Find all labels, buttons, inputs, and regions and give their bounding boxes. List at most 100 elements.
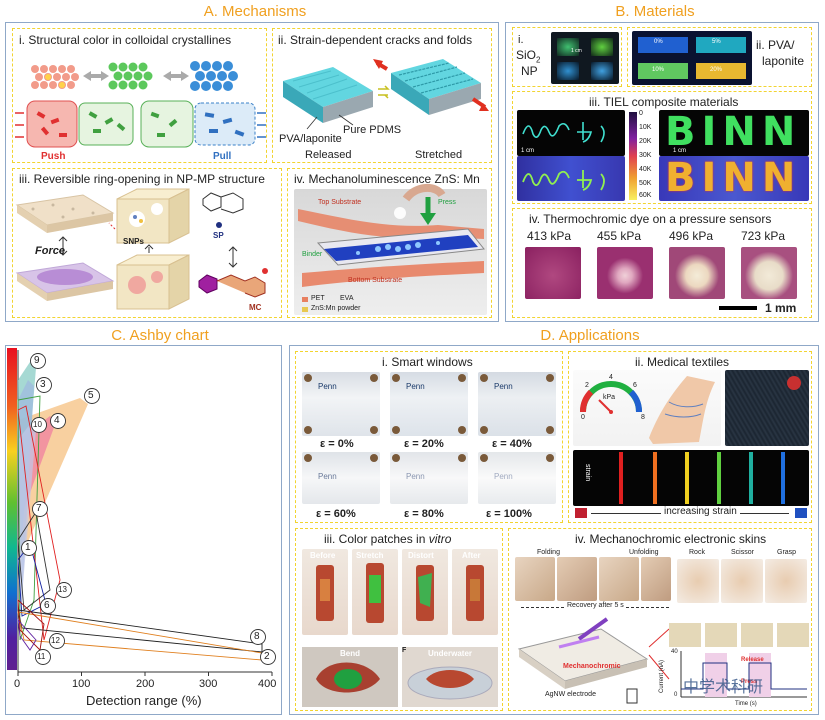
watermark-text: 中学术科研 <box>683 677 764 696</box>
binn-text-top: BINN <box>665 109 802 155</box>
panel-title: i. Structural color in colloidal crystal… <box>19 33 232 47</box>
finger-photo-3 <box>641 557 671 601</box>
envelope-11 <box>17 618 37 651</box>
tiel-scale-b: 1 cm <box>673 148 687 154</box>
marker-4: 4 <box>54 415 60 426</box>
force-label: Force <box>35 245 65 257</box>
brand-0: Penn <box>318 382 337 391</box>
hand-scissor <box>721 559 763 603</box>
marker-1: 1 <box>25 542 31 553</box>
sio2-label: SiO2 <box>516 48 541 65</box>
thermo-photo-3 <box>741 247 797 299</box>
xtick-400: 400 <box>258 678 277 690</box>
folding-label: Folding <box>537 549 560 556</box>
strain-label-4: ε = 80% <box>404 508 444 520</box>
tiel-handwriting-bottom <box>517 156 625 201</box>
section-title-applications: D. Applications <box>540 327 640 344</box>
marker-12: 12 <box>51 636 60 645</box>
finger-photo-2 <box>599 557 639 601</box>
stretched-label: Stretched <box>415 149 463 161</box>
panel-mechanoluminescence: iv. Mechanoluminescence ZnS: Mn Top Subs… <box>287 168 492 318</box>
thermo-scale-label: 1 mm <box>765 301 797 315</box>
thermo-photo-1 <box>597 247 653 299</box>
gauge-0: 0 <box>581 414 585 421</box>
released-label: Released <box>305 149 352 161</box>
swatch-red <box>575 508 587 518</box>
marker-5: 5 <box>88 390 94 401</box>
cbar-tick-1: 10K <box>639 124 652 131</box>
mc-label: MC <box>249 303 262 312</box>
pressure-label-3: 723 kPa <box>741 229 786 243</box>
pva-label-2: laponite <box>762 54 805 68</box>
panel-electronic-skins: iv. Mechanochromic electronic skins Fold… <box>508 528 812 711</box>
window-photo-0 <box>302 372 380 436</box>
mechanisms-frame <box>5 22 499 322</box>
legend-pet: PET <box>311 295 325 302</box>
colloid-diagram <box>15 61 266 148</box>
xtick-300: 300 <box>199 678 218 690</box>
before-label: Before <box>310 551 336 560</box>
strain-label-0: ε = 0% <box>320 438 354 450</box>
cbar-tick-0: 0 <box>639 110 643 117</box>
panel-title: i. Smart windows <box>382 355 473 369</box>
panel-title: iii. Reversible ring-opening in NP-MP st… <box>19 172 265 186</box>
color-scale-bar <box>7 348 17 670</box>
marker-8: 8 <box>254 631 260 642</box>
panel-cracks-folds: ii. Strain-dependent cracks and folds Pu… <box>272 28 492 163</box>
scissor-label: Scissor <box>731 549 754 556</box>
panel-structural-color: i. Structural color in colloidal crystal… <box>12 28 267 163</box>
panel-pva-laponite: 0% 5% 10% 20% ii. PVA/ laponite <box>627 27 812 87</box>
tiel-writing-strokes <box>522 112 637 200</box>
section-title-mechanisms: A. Mechanisms <box>203 3 307 20</box>
cbar-tick-2: 20K <box>639 138 652 145</box>
window-photo-5 <box>478 452 556 504</box>
panel-color-patches: iii. Color patches in vitro Before Stret… <box>295 528 503 711</box>
hand-rock <box>677 559 719 603</box>
current-tick-40: 40 <box>671 649 678 655</box>
panel-title: iii. TIEL composite materials <box>589 95 739 109</box>
marker-10: 10 <box>33 420 42 429</box>
pva-label-1: ii. PVA/ <box>756 38 795 52</box>
marker-6: 6 <box>44 600 50 611</box>
window-photo-2 <box>478 372 556 436</box>
binder-label: Binder <box>302 251 323 258</box>
sp-label: SP <box>213 231 224 240</box>
cbar-tick-4: 40K <box>639 166 652 173</box>
sio2-label-i: i. <box>518 34 524 46</box>
gauge-6: 6 <box>633 382 637 389</box>
sio2-scale: 1 cm <box>571 48 582 54</box>
cbar-tick-3: 30K <box>639 152 652 159</box>
marker-7: 7 <box>36 503 42 514</box>
window-screws <box>304 374 554 462</box>
pressure-label-1: 455 kPa <box>597 229 642 243</box>
brand-2: Penn <box>494 382 513 391</box>
applications-frame <box>289 345 819 715</box>
ring-opening-diagram <box>15 188 268 310</box>
panel-title: ii. Medical textiles <box>635 355 730 369</box>
fabric-marker <box>787 376 801 390</box>
binn-bottom <box>659 156 809 201</box>
legend-zns: ZnS:Mn powder <box>311 305 361 312</box>
legend-eva: EVA <box>340 295 354 302</box>
panel-title: iii. Color patches in vitro <box>324 532 452 546</box>
brand-3: Penn <box>318 472 337 481</box>
current-axis-label: Current (nA) <box>659 659 665 693</box>
tiel-scale-a: 1 cm <box>521 148 535 154</box>
marker-13: 13 <box>58 585 67 594</box>
after-label: After <box>462 551 481 560</box>
xtick-100: 100 <box>72 678 91 690</box>
panel-smart-windows: i. Smart windows Penn Penn Penn Penn Pen… <box>295 351 563 523</box>
agnw-label: AgNW electrode <box>545 691 596 698</box>
marker-3: 3 <box>40 379 46 390</box>
ashby-chart <box>7 348 276 676</box>
top-substrate-label: Top Substrate <box>318 199 362 206</box>
pressure-label-2: 496 kPa <box>669 229 714 243</box>
gauge-8: 8 <box>641 414 645 421</box>
brand-5: Penn <box>494 472 513 481</box>
panel-ring-opening: iii. Reversible ring-opening in NP-MP st… <box>12 168 282 318</box>
strain-label-5: ε = 100% <box>486 508 532 520</box>
strain-spectrum <box>573 450 809 506</box>
np-label: NP <box>521 64 538 78</box>
tiel-handwriting-top <box>517 110 625 156</box>
panel-title: ii. Strain-dependent cracks and folds <box>278 33 473 47</box>
